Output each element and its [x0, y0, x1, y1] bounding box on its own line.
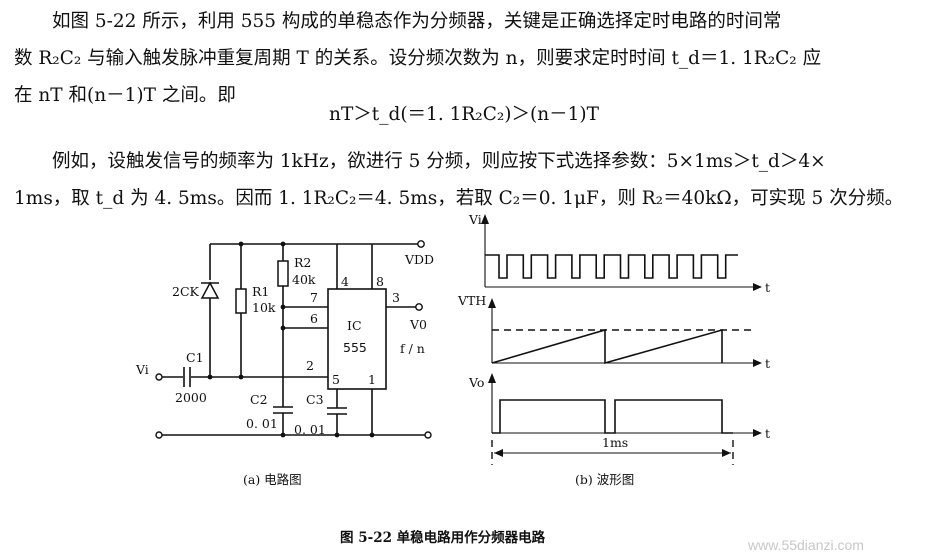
- paragraph-example: 例如，设触发信号的频率为 1kHz，欲进行 5 分频，则应按下式选择参数：5×1…: [14, 143, 919, 217]
- c1-label: C1: [186, 350, 204, 365]
- pin-label: 7: [310, 290, 318, 305]
- figure-title: 图 5-22 单稳电路用作分频器电路: [340, 529, 546, 546]
- ic-type: 555: [343, 340, 367, 355]
- paragraph-line: 数 R₂C₂ 与输入触发脉冲重复周期 T 的关系。设分频次数为 n，则要求定时时…: [14, 48, 822, 69]
- diode-label: 2CK: [172, 284, 200, 299]
- c1-capacitor: [183, 367, 191, 387]
- ratio-label: f / n: [400, 341, 425, 356]
- pin-label: 8: [376, 274, 384, 289]
- r1-value: 10k: [252, 300, 276, 315]
- c2-label: C2: [250, 392, 268, 407]
- arrowhead: [488, 373, 496, 383]
- pin-label: 5: [332, 372, 340, 387]
- r2-label: R2: [294, 255, 311, 270]
- vdd-label: VDD: [404, 252, 434, 267]
- pin-label: 6: [310, 311, 318, 326]
- vo-wave-label: Vo: [468, 375, 484, 390]
- paragraph-line: 1ms，取 t_d 为 4. 5ms。因而 1. 1R₂C₂＝4. 5ms，若取…: [14, 188, 904, 209]
- arrowhead: [753, 429, 762, 437]
- period-label: 1ms: [602, 435, 628, 450]
- output-terminal: [415, 303, 423, 311]
- vo-pulse-output: [492, 399, 733, 434]
- vth-wave-label: VTH: [457, 293, 486, 308]
- r1-resistor: [235, 288, 247, 314]
- r1-label: R1: [252, 284, 269, 299]
- c2-value: 0. 01: [246, 416, 278, 431]
- ground-terminal-left: [155, 431, 163, 439]
- c3-label: C3: [306, 392, 324, 407]
- c3-value: 0. 01: [294, 422, 326, 437]
- junction-dot: [238, 374, 244, 380]
- pin-label: 2: [306, 358, 314, 373]
- waveform-caption: (b) 波形图: [575, 472, 634, 487]
- junction-dot: [334, 432, 340, 438]
- input-terminal: [155, 373, 163, 381]
- circuit-diagram: VDD 2CK R1 10k R2 40k IC 555 4 8: [135, 240, 434, 487]
- r2-value: 40k: [292, 272, 316, 287]
- c3-capacitor: [327, 407, 347, 415]
- c1-value: 2000: [175, 390, 207, 405]
- t-label: t: [765, 356, 770, 371]
- t-label: t: [765, 280, 770, 295]
- diode-2ck: [200, 281, 220, 299]
- ic-name: IC: [347, 318, 362, 333]
- arrowhead: [722, 449, 731, 457]
- arrowhead: [481, 214, 489, 224]
- waveform-diagram: Vi t VTH t Vo t 1ms (b) 波形图: [457, 212, 770, 487]
- pin-label: 1: [368, 372, 376, 387]
- pin-label: 3: [392, 290, 400, 305]
- arrowhead: [753, 359, 762, 367]
- arrowhead: [488, 298, 496, 308]
- c2-capacitor: [273, 406, 293, 414]
- vo-label: V0: [409, 317, 427, 332]
- circuit-caption: (a) 电路图: [243, 472, 302, 487]
- formula: nT＞t_d(＝1. 1R₂C₂)＞(n－1)T: [329, 104, 599, 125]
- ground-terminal-right: [424, 431, 432, 439]
- arrowhead: [494, 449, 503, 457]
- r2-resistor: [277, 260, 289, 287]
- capacitor-ramp: [491, 328, 723, 365]
- junction-dot: [280, 432, 286, 438]
- paragraph-line: 例如，设触发信号的频率为 1kHz，欲进行 5 分频，则应按下式选择参数：5×1…: [52, 151, 826, 172]
- paragraph-line: 如图 5-22 所示，利用 555 构成的单稳态作为分频器，关键是正确选择定时电…: [52, 11, 782, 32]
- arrowhead: [753, 283, 762, 291]
- junction-dot: [207, 374, 213, 380]
- vdd-terminal: [417, 240, 425, 248]
- vi-pulse-train: [485, 254, 738, 279]
- paragraph-line: 在 nT 和(n－1)T 之间。即: [14, 85, 236, 106]
- vi-wave-label: Vi: [468, 212, 482, 227]
- ic-555: [327, 288, 387, 390]
- t-label: t: [765, 426, 770, 441]
- pin-label: 4: [341, 274, 349, 289]
- junction-dot: [369, 432, 375, 438]
- watermark: www.55dianzi.com: [747, 537, 864, 553]
- vi-label: Vi: [135, 362, 149, 377]
- paragraph-intro: 如图 5-22 所示，利用 555 构成的单稳态作为分频器，关键是正确选择定时电…: [14, 3, 919, 114]
